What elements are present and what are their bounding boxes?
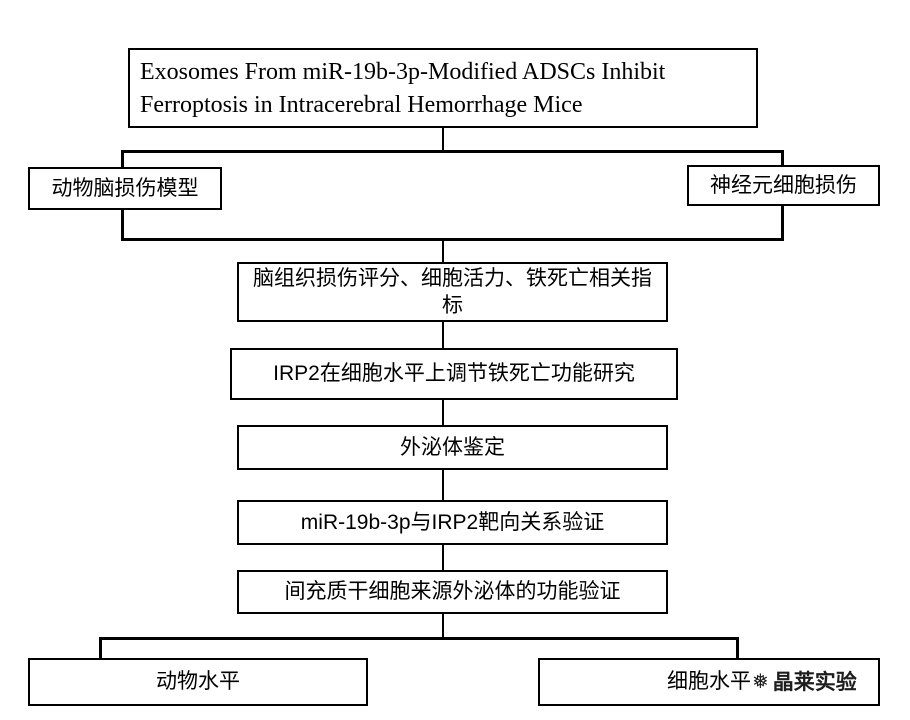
connector-bottom-right-in [736, 637, 739, 659]
bottom-box-animal-level: 动物水平 [28, 658, 368, 706]
connector-flow-1-2 [442, 399, 444, 426]
connector-left-branch-in [121, 150, 124, 168]
watermark: ❅ 晶莱实验 [752, 666, 857, 696]
connector-flow-3-4 [442, 544, 444, 571]
snowflake-icon: ❅ [752, 670, 769, 693]
connector-right-branch-in [781, 150, 784, 166]
connector-flow-2-3 [442, 469, 444, 501]
connector-flow-out [442, 613, 444, 639]
title-box: Exosomes From miR-19b-3p-Modified ADSCs … [128, 48, 758, 128]
connector-right-branch-out [781, 205, 784, 240]
flow-box-exosome-identification: 外泌体鉴定 [237, 425, 668, 470]
flow-box-irp2-ferroptosis-study: IRP2在细胞水平上调节铁死亡功能研究 [230, 348, 678, 400]
watermark-label: 晶莱实验 [772, 671, 857, 694]
connector-bottom-left-in [99, 637, 102, 659]
branch-box-neuronal-cell-injury: 神经元细胞损伤 [687, 165, 880, 206]
flow-box-injury-score-indicators: 脑组织损伤评分、细胞活力、铁死亡相关指标 [237, 262, 668, 322]
bottom-box-cell-level: 细胞水平 [538, 658, 880, 706]
connector-top-horizontal [121, 150, 784, 153]
flow-box-msc-exosome-function-validation: 间充质干细胞来源外泌体的功能验证 [237, 570, 668, 614]
branch-box-animal-brain-injury-model: 动物脑损伤模型 [28, 167, 222, 210]
connector-flow-0-1 [442, 321, 444, 349]
connector-bottom-horizontal [99, 637, 739, 640]
connector-merge-down [442, 238, 444, 263]
flow-box-mir19b-irp2-target-validation: miR-19b-3p与IRP2靶向关系验证 [237, 500, 668, 545]
connector-title-down [442, 126, 444, 152]
connector-left-branch-out [121, 209, 124, 240]
connector-mid-horizontal [121, 238, 784, 241]
